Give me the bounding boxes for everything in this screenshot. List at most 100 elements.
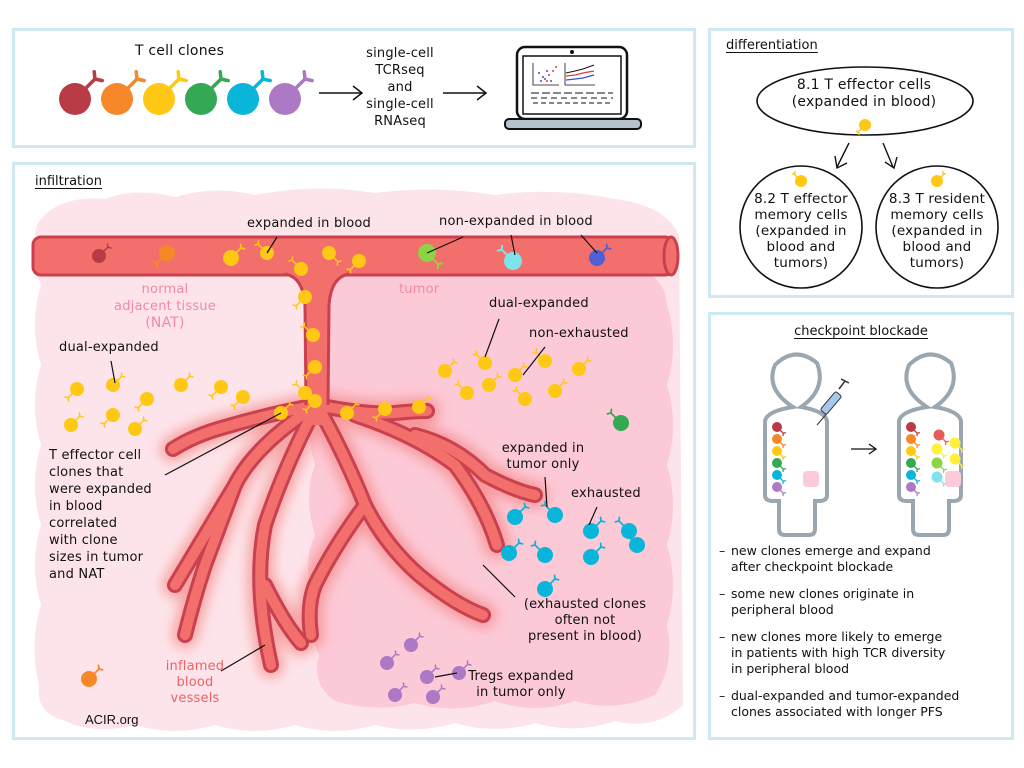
blood-vessel-end <box>662 235 680 277</box>
method-line: and <box>387 80 413 95</box>
t-cell-icon <box>772 446 787 461</box>
clone-row <box>59 70 314 115</box>
leader-line <box>434 672 458 678</box>
t-cell-icon <box>300 322 320 342</box>
t-cell-icon <box>302 394 322 414</box>
finding-line: after checkpoint blockade <box>731 559 894 574</box>
t-cell-icon <box>772 458 787 473</box>
t-cell-icon <box>426 684 446 704</box>
nat-label: normal adjacent tissue (NAT) <box>105 281 225 332</box>
t-cell-icon <box>537 574 560 597</box>
t-cell-icon <box>532 348 552 368</box>
t-cell-icon <box>530 540 553 563</box>
t-cell-icon <box>540 500 563 523</box>
tumor-patch <box>945 471 961 487</box>
dual-expanded-nat-label: dual-expanded <box>59 340 159 355</box>
node-line: memory cells <box>890 207 984 223</box>
t-cell-icon <box>412 394 432 414</box>
t-cell-icon <box>931 471 947 487</box>
method-line: single-cell <box>366 97 434 112</box>
finding-line: some new clones originate in <box>731 586 915 601</box>
t-cell-icon <box>208 380 228 400</box>
t-cell-icon <box>64 382 84 402</box>
t-cell-icon <box>152 245 175 268</box>
t-cell-icon <box>507 502 530 525</box>
leader-line <box>110 360 116 384</box>
t-cell-icon <box>482 372 502 392</box>
note-line: T effector cell <box>49 448 142 463</box>
t-cell-icon <box>101 70 146 115</box>
leader-line <box>580 234 598 254</box>
t-cell-icon <box>548 378 568 398</box>
label-line: vessels <box>170 691 220 706</box>
finding-line: peripheral blood <box>731 602 834 617</box>
leader-line <box>164 412 282 476</box>
t-cell-icon <box>792 171 807 187</box>
nat-label-line: normal <box>141 282 189 297</box>
t-cell-icon <box>772 482 787 497</box>
label-line: tumor only <box>506 457 580 472</box>
t-cell-icon <box>64 412 84 432</box>
note-line: present in blood) <box>527 629 643 644</box>
finding-line: clones associated with longer PFS <box>731 704 943 719</box>
differentiation-diagram <box>739 66 999 289</box>
tumor-label: tumor <box>399 282 440 297</box>
clones-sequencing-panel: T cell clones single-cell TCRseq and sin… <box>12 28 696 148</box>
leader-line <box>220 644 266 672</box>
t-cell-icon <box>404 632 424 652</box>
t-cell-icon <box>949 437 965 453</box>
finding-line: dual-expanded and tumor-expanded <box>731 688 960 703</box>
infiltration-panel: infiltration expanded in blood non-expan… <box>12 162 696 740</box>
exhausted-note: (exhausted clones often not present in b… <box>515 597 655 645</box>
t-cell-icon <box>622 530 645 553</box>
infiltration-scene <box>31 188 684 732</box>
leader-line <box>482 564 516 598</box>
note-line: and NAT <box>49 567 105 582</box>
method-line: RNAseq <box>374 114 426 129</box>
t-cell-icon <box>454 380 474 400</box>
inflamed-vessels-label: inflamed blood vessels <box>155 659 235 707</box>
leader-line <box>484 318 500 358</box>
t-cell-icon <box>496 244 522 270</box>
t-cell-icon <box>346 254 366 274</box>
t-cell-icon <box>288 256 308 276</box>
t-cell-icon <box>269 70 314 115</box>
finding-line: new clones emerge and expand <box>731 543 931 558</box>
t-cell-icon <box>134 392 154 412</box>
effector-memory-label: 8.2 T effector memory cells (expanded in… <box>739 191 863 271</box>
t-cell-icon <box>223 243 246 266</box>
node-line: (expanded in <box>891 223 983 239</box>
checkpoint-title: checkpoint blockade <box>794 324 928 339</box>
node-line: memory cells <box>754 207 848 223</box>
infiltration-title: infiltration <box>35 174 102 189</box>
label-line: inflamed <box>165 659 225 674</box>
node-line: 8.1 T effector cells <box>796 77 932 93</box>
laptop-with-plots-icon <box>504 45 642 130</box>
t-cell-icon <box>501 538 524 561</box>
t-cell-icon <box>772 422 787 437</box>
t-cell-icon <box>143 70 188 115</box>
t-cell-icon <box>106 372 126 392</box>
node-line: (expanded in blood) <box>791 94 937 110</box>
t-cell-icon <box>174 372 194 392</box>
note-line: were expanded <box>49 482 152 497</box>
effector-correlation-note: T effector cell clones that were expande… <box>49 447 152 583</box>
t-cell-icon <box>906 482 921 497</box>
arrow-icon <box>319 85 364 101</box>
finding-line: in patients with high TCR diversity <box>731 645 946 660</box>
t-cell-icon <box>322 246 342 266</box>
t-cell-icon <box>508 362 528 382</box>
t-cell-icon <box>227 70 272 115</box>
t-cell-icon <box>292 380 312 400</box>
exhausted-label: exhausted <box>571 486 641 501</box>
finding-line: in peripheral blood <box>731 661 850 676</box>
node-line: blood and <box>766 239 836 255</box>
t-cell-icon <box>949 453 965 469</box>
node-line: (expanded in <box>755 223 847 239</box>
t-cell-icon <box>92 243 112 263</box>
leader-line <box>426 236 464 254</box>
